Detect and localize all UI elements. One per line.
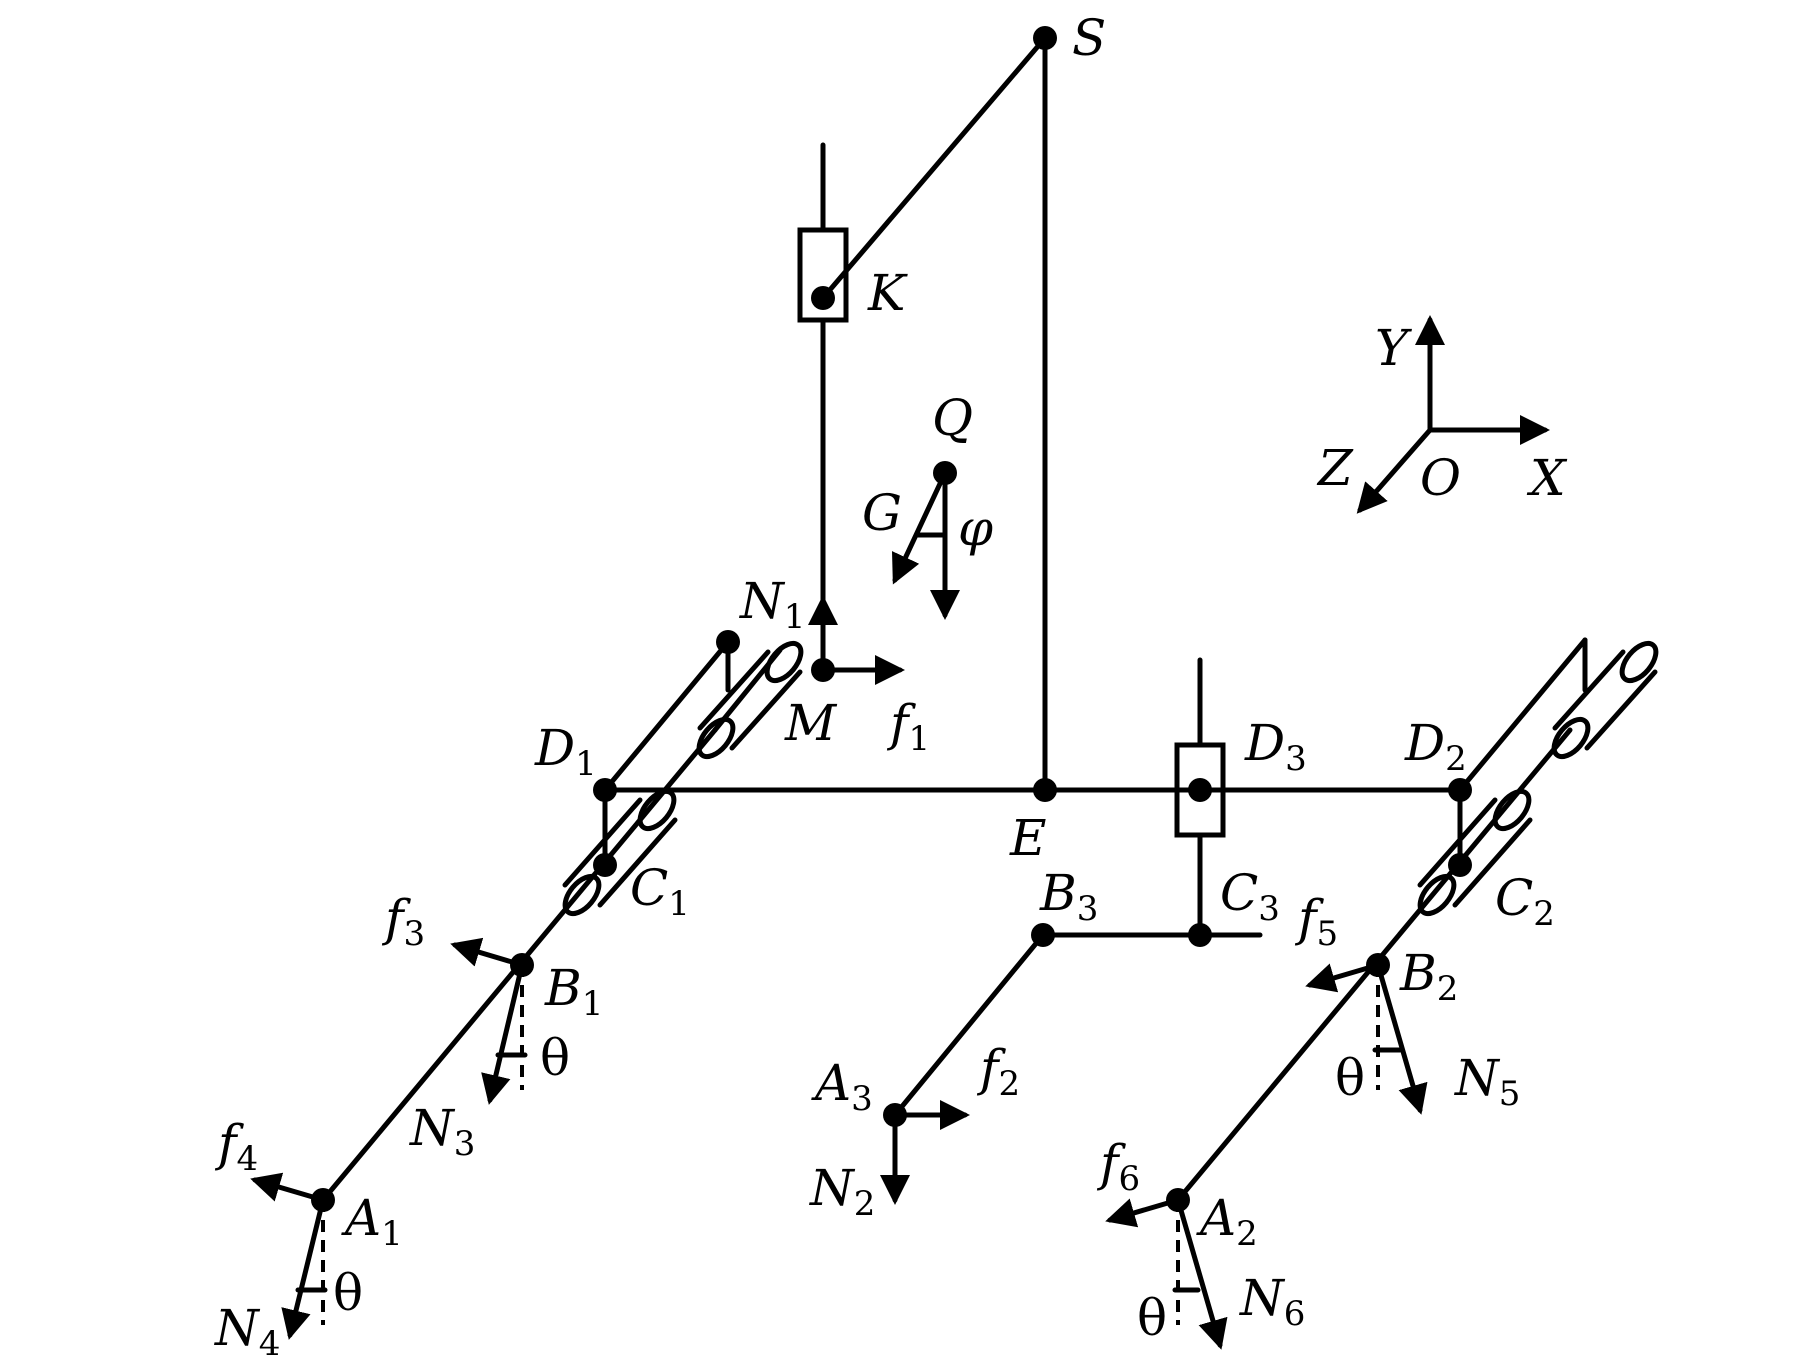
label-theta-A2: θ <box>1137 1289 1167 1347</box>
label-K: K <box>867 264 908 322</box>
joint-C2 <box>1448 853 1472 877</box>
joint-C3 <box>1188 923 1212 947</box>
label-f5: f5 <box>1294 889 1338 954</box>
joint-B1 <box>510 953 534 977</box>
label-f1: f1 <box>886 694 930 759</box>
label-f3: f3 <box>381 889 425 954</box>
label-theta-A1: θ <box>333 1264 363 1322</box>
sleeve-left-upper-edge2 <box>729 669 803 751</box>
sleeve-left-upper-end <box>696 716 736 760</box>
leg-middle <box>892 932 1046 1118</box>
slider-K <box>797 227 849 323</box>
sleeve-left-lower-edge2 <box>597 817 678 908</box>
arrow-N3 <box>481 962 525 1105</box>
sleeve-right-lower-edge2 <box>1452 817 1533 908</box>
label-D3: D3 <box>1244 714 1307 779</box>
label-M: M <box>784 694 838 752</box>
arrow-G <box>891 470 948 585</box>
label-B1: B1 <box>544 959 603 1024</box>
joint-A1 <box>311 1188 335 1212</box>
sleeve-right-upper-end <box>1551 716 1591 760</box>
label-theta-B1: θ <box>540 1029 570 1087</box>
label-D2: D2 <box>1404 714 1467 779</box>
joint-K <box>811 286 835 310</box>
sleeve-right-lower-end <box>1417 873 1457 917</box>
link-S-K <box>820 35 1048 301</box>
label-B3: B3 <box>1039 864 1098 929</box>
joint-B3 <box>1031 923 1055 947</box>
label-N1: N1 <box>739 572 805 637</box>
sleeve-right-lower-edge1 <box>1417 797 1498 888</box>
label-phi: φ <box>958 499 993 557</box>
sleeve-right-upper-edge1 <box>1552 649 1626 731</box>
joint-B2 <box>1366 953 1390 977</box>
sleeve-right-upper-edge2 <box>1584 669 1658 751</box>
label-Q: Q <box>932 389 973 447</box>
label-A1: A1 <box>341 1189 403 1254</box>
label-D1: D1 <box>534 719 597 784</box>
label-N3: N3 <box>409 1099 475 1164</box>
label-theta-B2: θ <box>1335 1049 1365 1107</box>
joint-D3 <box>1188 778 1212 802</box>
label-N5: N5 <box>1454 1049 1520 1114</box>
label-N2: N2 <box>809 1159 875 1224</box>
label-S: S <box>1072 9 1106 67</box>
sleeve-left-upper-top <box>764 640 804 684</box>
label-axis-Y: Y <box>1375 319 1412 377</box>
label-C3: C3 <box>1220 864 1280 929</box>
label-axis-O: O <box>1420 449 1461 507</box>
label-N4: N4 <box>214 1299 280 1364</box>
sleeve-left-lower-end <box>562 873 602 917</box>
label-N6: N6 <box>1239 1269 1305 1334</box>
sleeve-right-upper-top <box>1619 640 1659 684</box>
axis-z <box>1356 427 1433 514</box>
arrow-N5 <box>1375 962 1428 1115</box>
label-C2: C2 <box>1495 869 1555 934</box>
label-axis-Z: Z <box>1316 439 1354 497</box>
label-B2: B2 <box>1399 944 1458 1009</box>
arrow-N6 <box>1175 1197 1228 1350</box>
sleeve-left-lower-edge1 <box>562 797 643 888</box>
joint-D1-top <box>716 630 740 654</box>
sleeve-left-lower-top <box>637 788 677 832</box>
joint-Q <box>933 461 957 485</box>
link-D1-top <box>602 639 731 793</box>
label-f4: f4 <box>214 1114 258 1179</box>
label-axis-X: X <box>1526 449 1568 507</box>
label-G: G <box>862 484 902 542</box>
joint-C1 <box>593 853 617 877</box>
arrow-N4 <box>281 1197 326 1340</box>
label-A2: A2 <box>1196 1189 1258 1254</box>
joint-D2 <box>1448 778 1472 802</box>
sleeve-right-lower-top <box>1492 788 1532 832</box>
link-D2-top <box>1457 637 1588 793</box>
label-f2: f2 <box>976 1039 1020 1104</box>
joint-A3 <box>883 1103 907 1127</box>
label-E: E <box>1009 809 1047 867</box>
joint-A2 <box>1166 1188 1190 1212</box>
label-C1: C1 <box>630 859 690 924</box>
joint-D1 <box>593 778 617 802</box>
joint-M <box>811 658 835 682</box>
joint-S <box>1033 26 1057 50</box>
label-f6: f6 <box>1096 1134 1140 1199</box>
sleeve-left-upper-edge1 <box>697 649 771 731</box>
joint-E <box>1033 778 1057 802</box>
label-A3: A3 <box>811 1054 873 1119</box>
